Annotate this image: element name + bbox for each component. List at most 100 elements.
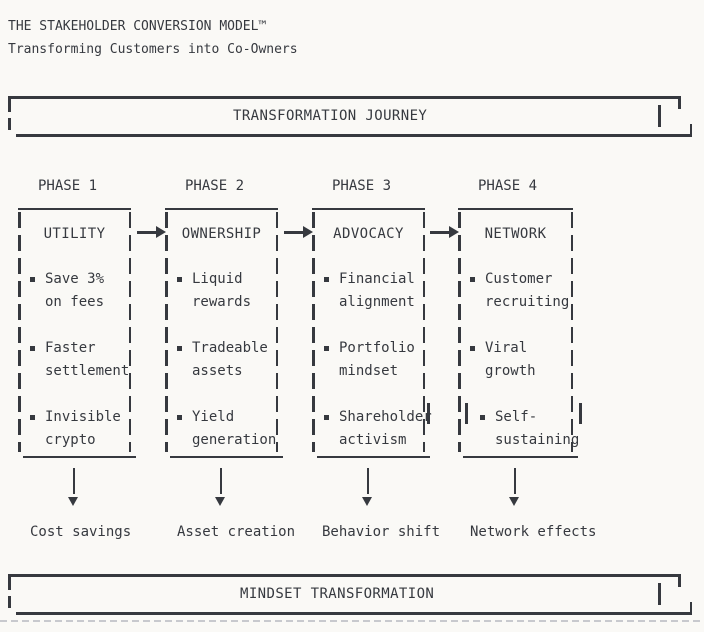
banner-title: TRANSFORMATION JOURNEY [233, 108, 428, 124]
banner-mindset-transformation: MINDSET TRANSFORMATION [8, 574, 692, 615]
phase-box-network: NETWORK Customer recruiting Viral growth… [458, 208, 579, 458]
bullet-item: Customer recruiting [458, 268, 573, 314]
bullet-item: Yield generation [165, 406, 278, 452]
bullet-square-icon [324, 277, 329, 282]
banner-border-bottom [16, 134, 692, 137]
bullet-line: Yield [192, 409, 235, 425]
box-border [170, 455, 283, 458]
border-artifact [579, 403, 582, 424]
bullet-line: growth [485, 363, 536, 379]
banner-border-top [8, 574, 680, 577]
phase-column-1: PHASE 1 UTILITY Save 3% on fees Faster s… [18, 175, 136, 458]
bullet-square-icon [30, 415, 35, 420]
banner-corner-stub [689, 601, 692, 615]
bullet-line: generation [192, 432, 277, 448]
down-arrow-icon [509, 468, 521, 506]
bullet-line: Customer [485, 271, 553, 287]
bullet-square-icon [177, 415, 182, 420]
outcome-label: Cost savings [30, 524, 132, 540]
right-arrow-icon [430, 226, 460, 239]
bullet-line: Viral [485, 340, 528, 356]
bullet-square-icon [480, 415, 485, 420]
bullet-line: Self- [495, 409, 538, 425]
banner-right-tick [658, 105, 661, 127]
phase-box-title: UTILITY [43, 226, 106, 242]
bullet-item: Invisible crypto [18, 406, 131, 452]
bullet-square-icon [470, 277, 475, 282]
phase-box-advocacy: ADVOCACY Financial alignment Portfolio m… [312, 208, 432, 458]
bullet-line: sustaining [495, 432, 580, 448]
phase-box-title: OWNERSHIP [181, 226, 262, 242]
banner-border-top [8, 96, 680, 99]
outcome-label: Network effects [470, 524, 597, 540]
bullet-line: crypto [45, 432, 96, 448]
bullet-line: rewards [192, 294, 252, 310]
box-border [317, 455, 430, 458]
outcome-label: Behavior shift [322, 524, 441, 540]
phase-label: PHASE 4 [478, 178, 538, 194]
banner-title: MINDSET TRANSFORMATION [240, 586, 435, 602]
banner-corner-stub [678, 574, 681, 587]
box-border [128, 212, 131, 452]
page-header: THE STAKEHOLDER CONVERSION MODEL™ Transf… [8, 15, 298, 61]
phase-column-3: PHASE 3 ADVOCACY Financial alignment Por… [312, 175, 432, 458]
banner-right-tick [658, 583, 661, 605]
banner-border-left [8, 577, 11, 608]
bullet-line: Liquid [192, 271, 243, 287]
bullet-line: Tradeable [192, 340, 268, 356]
banner-border-bottom [16, 612, 692, 615]
bullet-line: mindset [339, 363, 399, 379]
right-arrow-icon [137, 226, 167, 239]
bullet-item: Viral growth [458, 337, 573, 383]
phase-label: PHASE 3 [332, 178, 392, 194]
bullet-line: Save 3% [45, 271, 105, 287]
phase-label: PHASE 1 [38, 178, 98, 194]
bullet-line: alignment [339, 294, 415, 310]
border-artifact [427, 403, 430, 424]
cutoff-dashed-line [0, 620, 704, 622]
banner-corner-stub [689, 123, 692, 137]
bullet-item: Liquid rewards [165, 268, 278, 314]
box-border [463, 455, 578, 458]
bullet-item: Shareholder activism [312, 406, 432, 452]
phase-box-title: NETWORK [484, 226, 547, 242]
banner-transformation-journey: TRANSFORMATION JOURNEY [8, 96, 692, 137]
down-arrow-icon [68, 468, 80, 506]
phase-column-2: PHASE 2 OWNERSHIP Liquid rewards Tradeab… [165, 175, 283, 458]
bullet-line: on fees [45, 294, 105, 310]
bullet-line: settlement [45, 363, 130, 379]
bullet-item: Save 3% on fees [18, 268, 131, 314]
down-arrow-icon [215, 468, 227, 506]
bullet-line: Shareholder [339, 409, 432, 425]
bullet-line: Invisible [45, 409, 121, 425]
box-border [275, 212, 278, 452]
bullet-line: recruiting [485, 294, 570, 310]
bullet-line: Financial [339, 271, 415, 287]
bullet-item: Self- sustaining [468, 406, 579, 452]
bullet-item: Faster settlement [18, 337, 131, 383]
page-title: THE STAKEHOLDER CONVERSION MODEL™ [8, 19, 267, 34]
phase-label: PHASE 2 [185, 178, 245, 194]
box-border [18, 212, 21, 452]
box-border [165, 212, 168, 452]
down-arrow-icon [362, 468, 374, 506]
phase-column-4: PHASE 4 NETWORK Customer recruiting Vira… [458, 175, 579, 458]
box-border [23, 455, 136, 458]
bullet-item: Financial alignment [312, 268, 425, 314]
box-border [422, 212, 425, 452]
banner-border-left [8, 99, 11, 130]
bullet-square-icon [470, 346, 475, 351]
phase-box-title: ADVOCACY [333, 226, 404, 242]
right-arrow-icon [284, 226, 314, 239]
phase-box-utility: UTILITY Save 3% on fees Faster settlemen… [18, 208, 136, 458]
phase-box-ownership: OWNERSHIP Liquid rewards Tradeable asset… [165, 208, 283, 458]
box-border [312, 212, 315, 452]
bullet-square-icon [324, 415, 329, 420]
banner-corner-stub [678, 96, 681, 109]
bullet-square-icon [30, 277, 35, 282]
box-border [458, 212, 461, 452]
bullet-square-icon [30, 346, 35, 351]
box-border [570, 212, 573, 452]
bullet-square-icon [177, 277, 182, 282]
